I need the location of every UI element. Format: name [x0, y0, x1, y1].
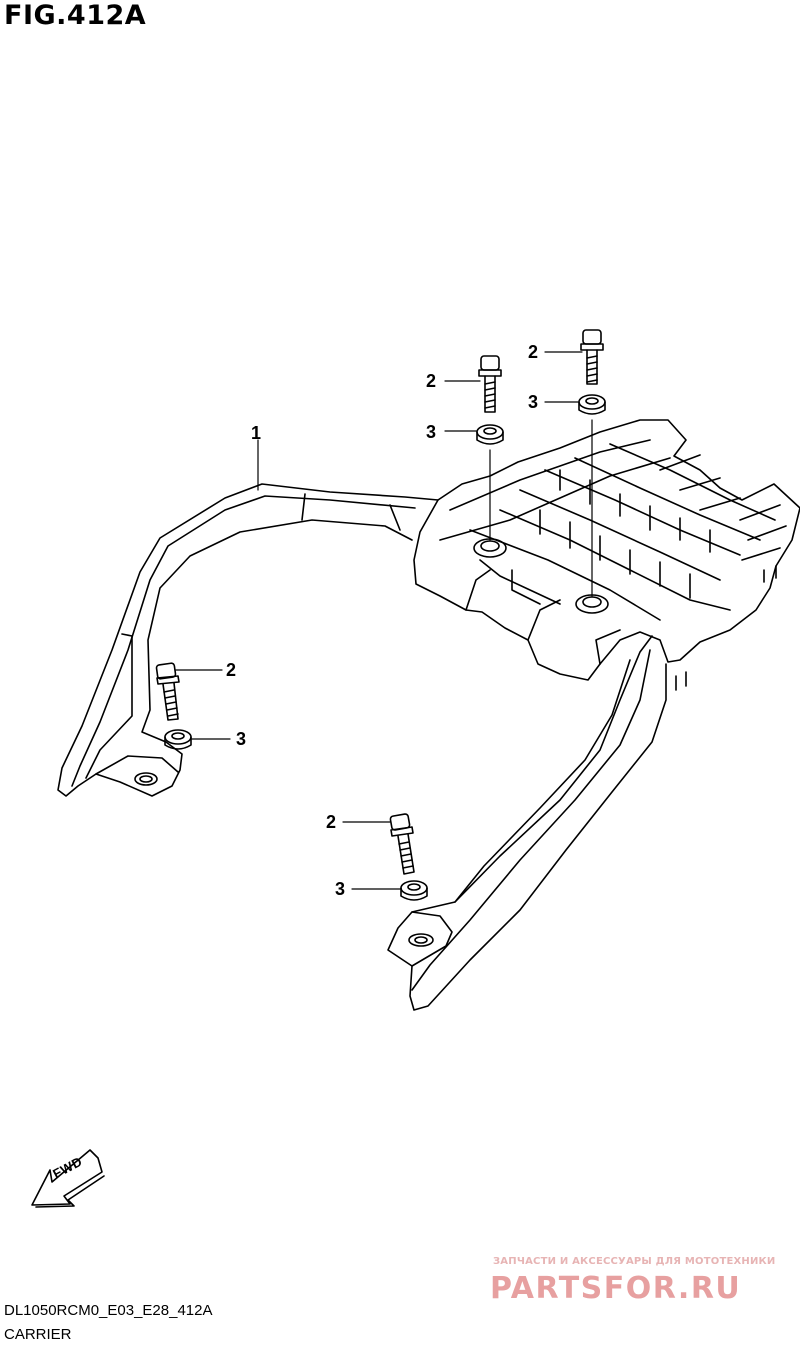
carrier-rack: [57, 419, 800, 1011]
callout-part-3-left: 3: [236, 729, 247, 749]
bolt-group-top-left: [476, 355, 504, 541]
callout-part-2-top-right: 2: [528, 342, 539, 362]
callout-part-2-top-left: 2: [426, 371, 437, 391]
callout-part-3-right: 3: [335, 879, 346, 899]
callout-part-1: 1: [251, 423, 262, 443]
leader-lines: [175, 351, 583, 890]
watermark-tagline: ЗАПЧАСТИ И АКСЕССУАРЫ ДЛЯ МОТОТЕХНИКИ: [493, 1256, 776, 1267]
bolt-group-left: [155, 662, 192, 750]
part-name: CARRIER: [4, 1326, 72, 1343]
callout-part-2-right: 2: [326, 812, 337, 832]
bolt-group-top-right: [578, 329, 606, 597]
diagram-code: DL1050RCM0_E03_E28_412A: [4, 1302, 213, 1319]
callout-part-3-top-left: 3: [426, 422, 437, 442]
watermark-logo-text: PARTSFOR.RU: [490, 1271, 741, 1306]
callout-part-3-top-right: 3: [528, 392, 539, 412]
fwd-arrow-icon: [31, 1149, 105, 1208]
figure-title: FIG.412A: [4, 0, 147, 31]
watermark-logo: PARTSFOR.RU: [490, 1271, 741, 1306]
bolt-group-right: [389, 813, 428, 901]
callout-part-2-left: 2: [226, 660, 237, 680]
